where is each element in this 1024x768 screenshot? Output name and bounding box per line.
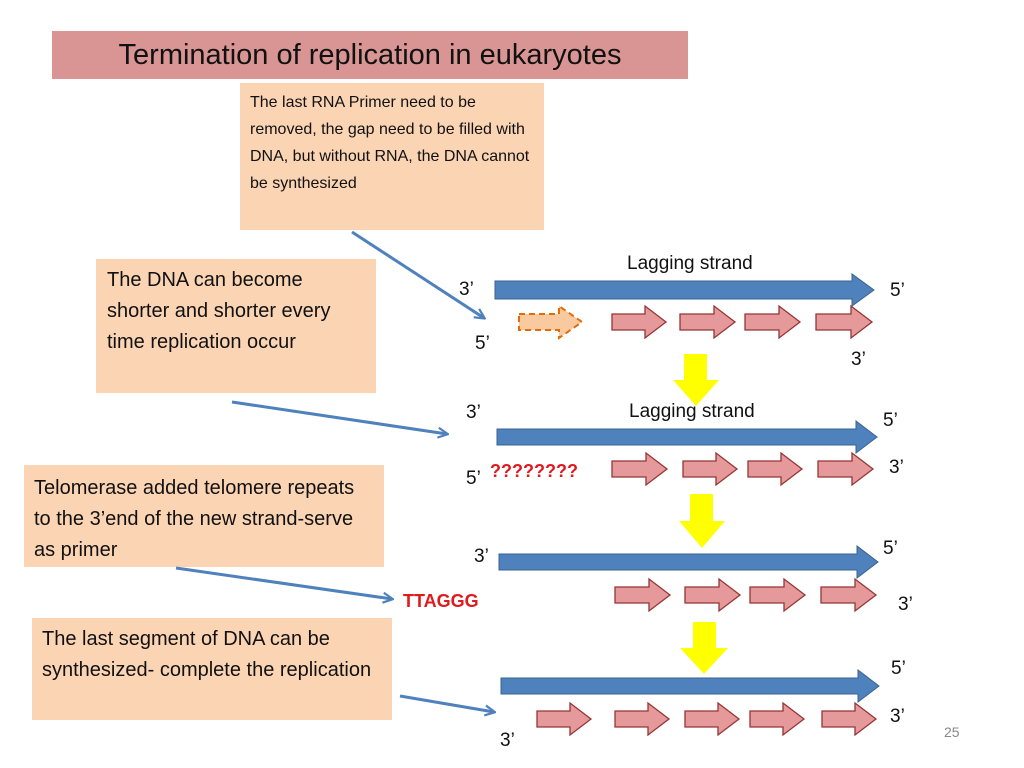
stage-4-template-right-end: 5’ — [891, 658, 906, 679]
step-arrow-down-icon — [679, 494, 725, 548]
stage-2-template-left-end: 3’ — [466, 402, 481, 423]
stage-3-template-left-end: 3’ — [474, 546, 489, 567]
okazaki-fragment — [679, 304, 737, 340]
stage-2-header: Lagging strand — [629, 401, 755, 422]
okazaki-fragment — [747, 451, 804, 487]
okazaki-fragment — [614, 701, 671, 737]
stage-2-gap-label: ???????? — [490, 461, 578, 481]
okazaki-fragment — [682, 451, 739, 487]
stage-1-new-right-end: 3’ — [851, 349, 866, 370]
stage-3-template-right-end: 5’ — [883, 538, 898, 559]
okazaki-fragment — [611, 304, 668, 340]
okazaki-fragment — [820, 577, 878, 613]
step-arrow-down-icon — [673, 354, 719, 406]
okazaki-fragment — [684, 701, 741, 737]
stage-3-new-right-end: 3’ — [898, 594, 913, 615]
pointer-arrow-3 — [175, 566, 392, 599]
stage-3-telomere-label: TTAGGG — [403, 591, 479, 611]
rna-primer — [518, 304, 584, 340]
okazaki-fragment — [614, 577, 672, 613]
slide-title: Termination of replication in eukaryotes — [52, 31, 688, 79]
stage-2-new-right-end: 3’ — [889, 457, 904, 478]
step-arrow-down-icon — [680, 622, 728, 674]
note-telomerase: Telomerase added telomere repeats to the… — [24, 465, 384, 567]
note-dna-shortening: The DNA can become shorter and shorter e… — [96, 259, 376, 393]
stage-1-template-right-end: 5’ — [890, 280, 905, 301]
stage-2-new-left-end: 5’ — [466, 468, 481, 489]
pointer-arrow-1 — [351, 230, 484, 318]
okazaki-fragment — [749, 577, 807, 613]
template-strand-3 — [498, 544, 879, 580]
okazaki-fragment — [815, 304, 874, 340]
okazaki-fragment — [611, 451, 669, 487]
note-rna-primer: The last RNA Primer need to be removed, … — [240, 83, 544, 230]
okazaki-fragment — [536, 701, 593, 737]
stage-1-template-left-end: 3’ — [459, 279, 474, 300]
template-strand-4 — [500, 668, 880, 704]
okazaki-fragment — [684, 577, 742, 613]
stage-2-template-right-end: 5’ — [883, 410, 898, 431]
note-last-segment: The last segment of DNA can be synthesiz… — [32, 618, 392, 720]
page-number: 25 — [944, 724, 960, 740]
pointer-arrow-4 — [399, 694, 494, 712]
template-strand-2 — [496, 419, 878, 455]
stage-4-new-right-end: 3’ — [890, 706, 905, 727]
stage-1-header: Lagging strand — [627, 253, 753, 274]
template-strand-1 — [494, 273, 875, 307]
okazaki-fragment — [821, 701, 878, 737]
okazaki-fragment — [744, 304, 802, 340]
okazaki-fragment — [749, 701, 806, 737]
stage-1-new-left-end: 5’ — [475, 333, 490, 354]
pointer-arrow-2 — [231, 400, 447, 434]
stage-4-new-left-end: 3’ — [500, 730, 515, 751]
okazaki-fragment — [817, 451, 875, 487]
